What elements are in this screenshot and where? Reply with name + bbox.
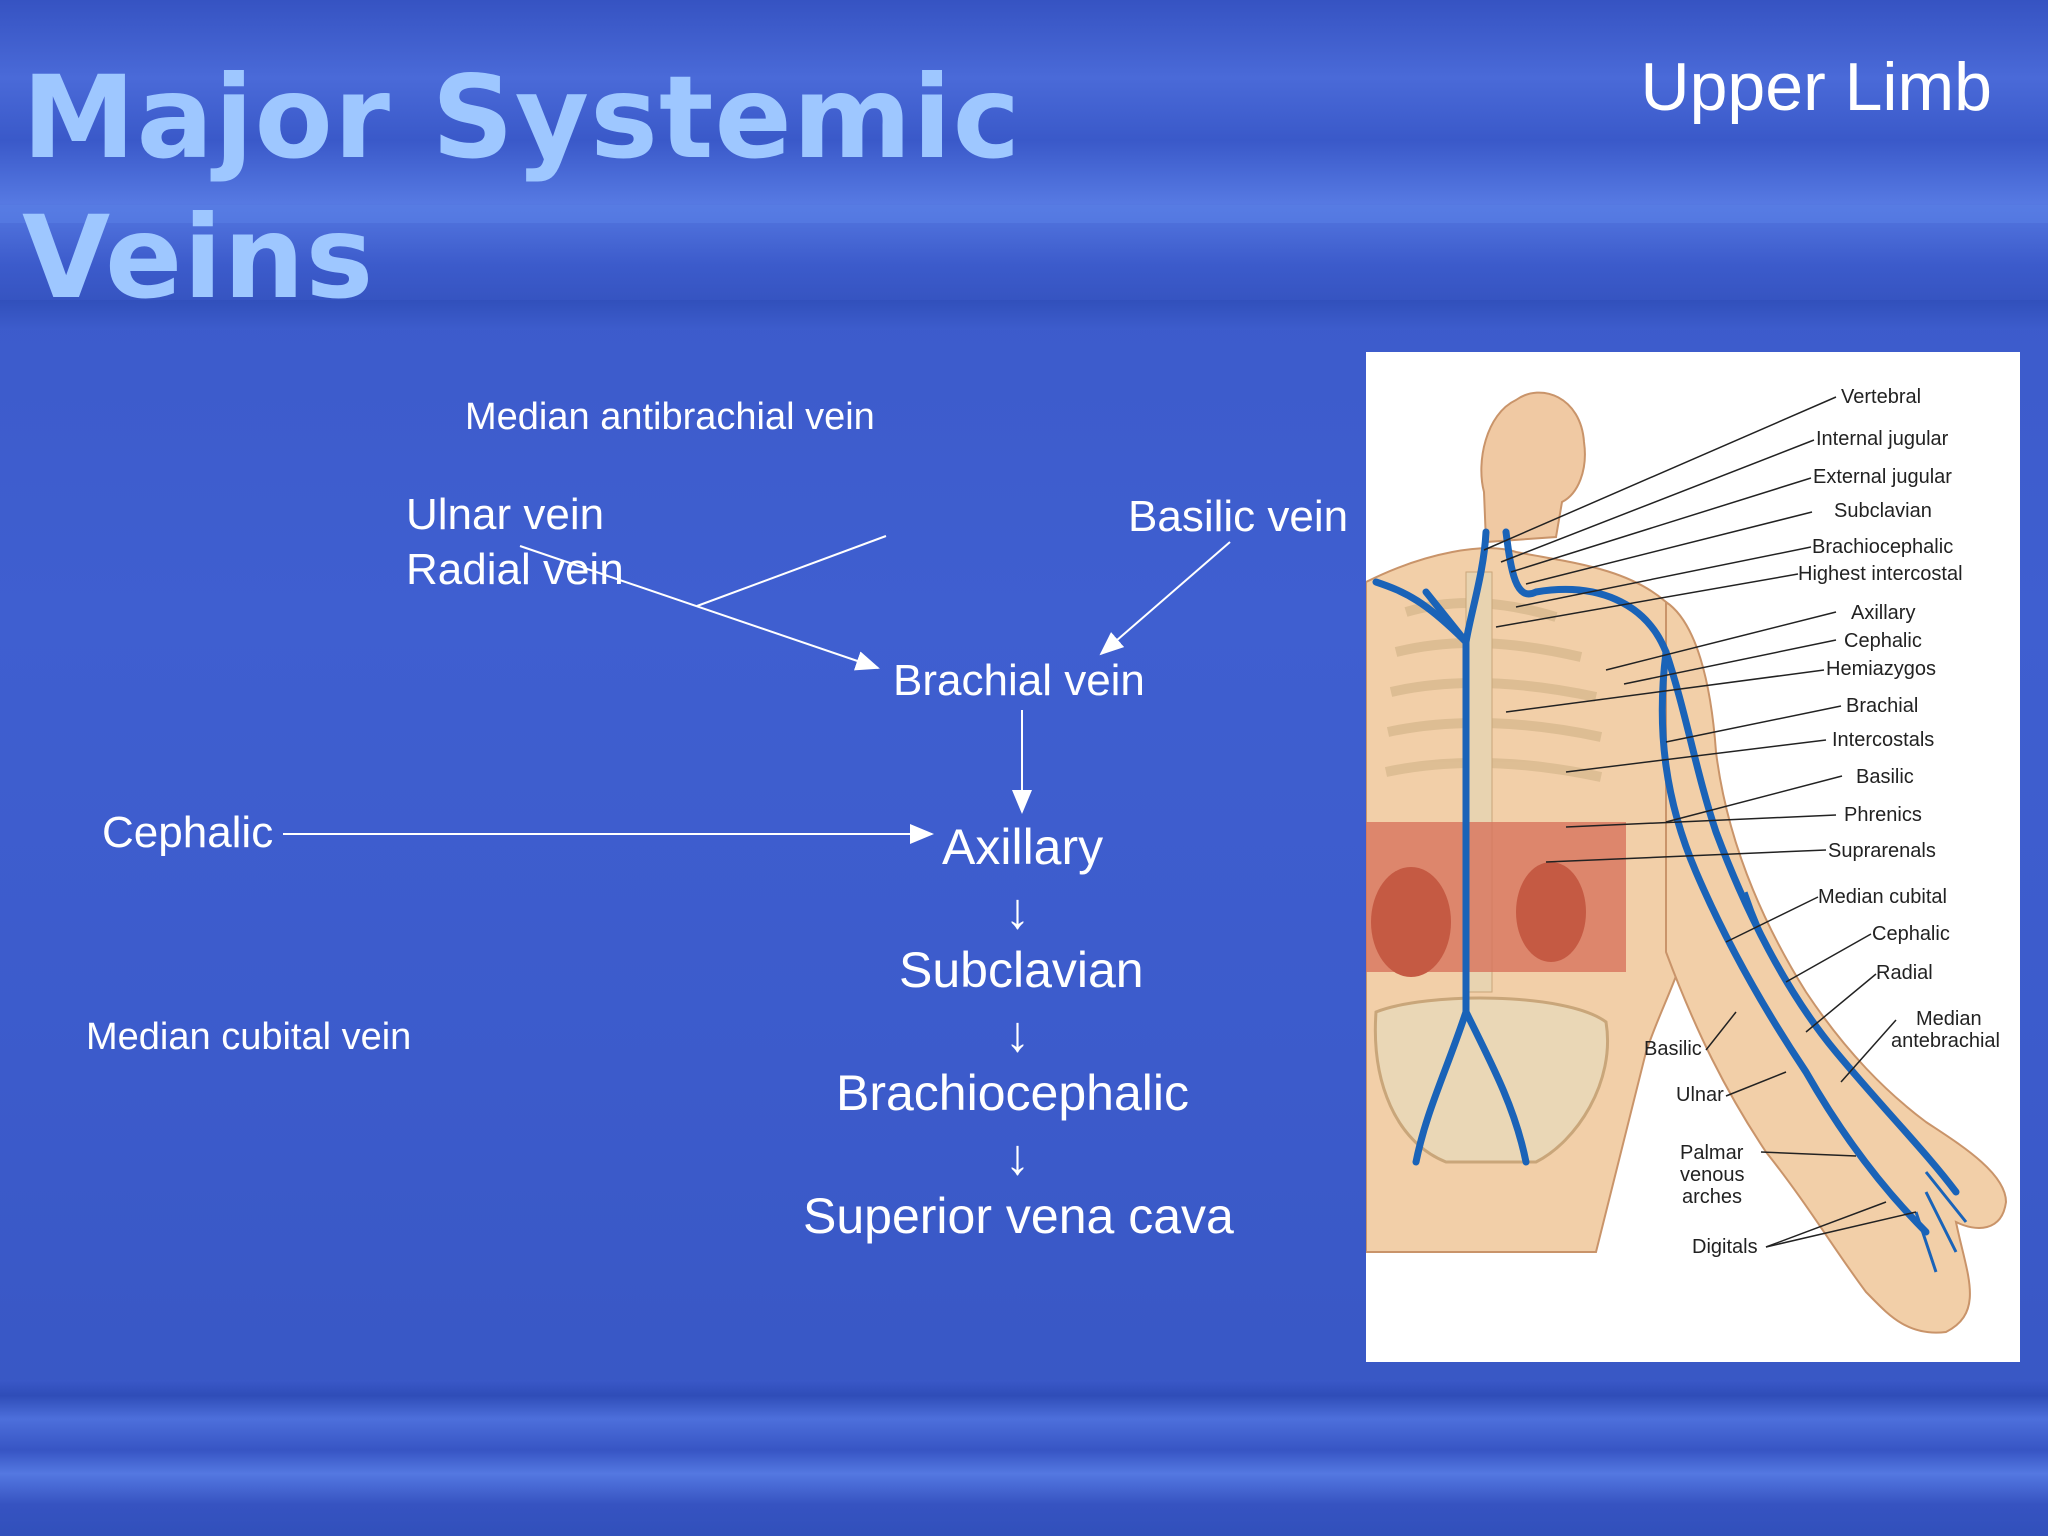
fig-label-palmar-1: Palmar — [1680, 1142, 1744, 1164]
header-band — [0, 0, 2048, 312]
fig-label-suprarenals: Suprarenals — [1828, 840, 1936, 862]
arrow-median-antibrachial-connector — [696, 535, 887, 607]
slide-title: Major Systemic Veins — [22, 48, 1021, 328]
title-line-2: Veins — [22, 191, 375, 324]
fig-label-radial: Radial — [1876, 962, 1933, 984]
fig-label-basilic-2: Basilic — [1644, 1038, 1702, 1060]
fig-label-median-antebrachial-1: Median — [1916, 1008, 1982, 1030]
label-cephalic: Cephalic — [102, 808, 274, 857]
fig-label-subclavian: Subclavian — [1834, 500, 1932, 522]
arrow-down-1: ↓ — [1005, 883, 1030, 939]
fig-label-basilic: Basilic — [1856, 766, 1914, 788]
fig-label-cephalic-2: Cephalic — [1872, 923, 1950, 945]
label-subclavian: Subclavian — [899, 942, 1144, 998]
fig-label-phrenics: Phrenics — [1844, 804, 1922, 826]
fig-label-internal-jugular: Internal jugular — [1816, 428, 1949, 450]
fig-label-palmar-3: arches — [1682, 1186, 1743, 1208]
fig-label-median-cubital: Median cubital — [1818, 886, 1947, 908]
fig-label-external-jugular: External jugular — [1813, 466, 1952, 488]
label-axillary: Axillary — [942, 819, 1104, 875]
label-brachial-vein: Brachial vein — [893, 656, 1145, 705]
fig-label-brachial: Brachial — [1846, 695, 1919, 717]
anatomy-illustration: Vertebral Internal jugular External jugu… — [1365, 352, 2020, 1362]
arrow-basilic-to-brachial — [1099, 541, 1231, 656]
fig-label-highest-intercostal: Highest intercostal — [1798, 563, 1963, 585]
header-shadow — [0, 300, 2048, 330]
header-stripe — [0, 205, 2048, 223]
fig-label-cephalic: Cephalic — [1844, 630, 1922, 652]
fig-label-axillary: Axillary — [1851, 602, 1916, 624]
label-ulnar-vein: Ulnar vein — [406, 490, 605, 539]
fig-label-brachiocephalic: Brachiocephalic — [1812, 536, 1954, 558]
arrow-down-2: ↓ — [1005, 1006, 1030, 1062]
fig-label-intercostals: Intercostals — [1832, 729, 1935, 751]
fig-label-median-antebrachial-2: antebrachial — [1891, 1030, 2000, 1052]
title-line-1: Major Systemic — [22, 51, 1022, 184]
label-basilic-vein: Basilic vein — [1128, 492, 1349, 541]
label-median-cubital: Median cubital vein — [86, 1016, 412, 1058]
fig-label-palmar-2: venous — [1680, 1164, 1745, 1186]
anatomy-drawing — [1365, 391, 2008, 1334]
footer-band — [0, 1380, 2048, 1536]
slide-subtitle: Upper Limb — [1640, 49, 1993, 125]
arrow-ulnar-to-brachial — [519, 545, 880, 671]
arrow-down-3: ↓ — [1005, 1129, 1030, 1185]
fig-label-vertebral: Vertebral — [1841, 386, 1922, 408]
fig-label-ulnar: Ulnar — [1676, 1084, 1724, 1106]
label-brachiocephalic: Brachiocephalic — [836, 1065, 1189, 1121]
fig-label-hemiazygos: Hemiazygos — [1826, 658, 1937, 680]
fig-label-digitals: Digitals — [1692, 1236, 1758, 1258]
label-superior-vena-cava: Superior vena cava — [803, 1188, 1234, 1244]
label-median-antibrachial: Median antibrachial vein — [465, 396, 875, 438]
